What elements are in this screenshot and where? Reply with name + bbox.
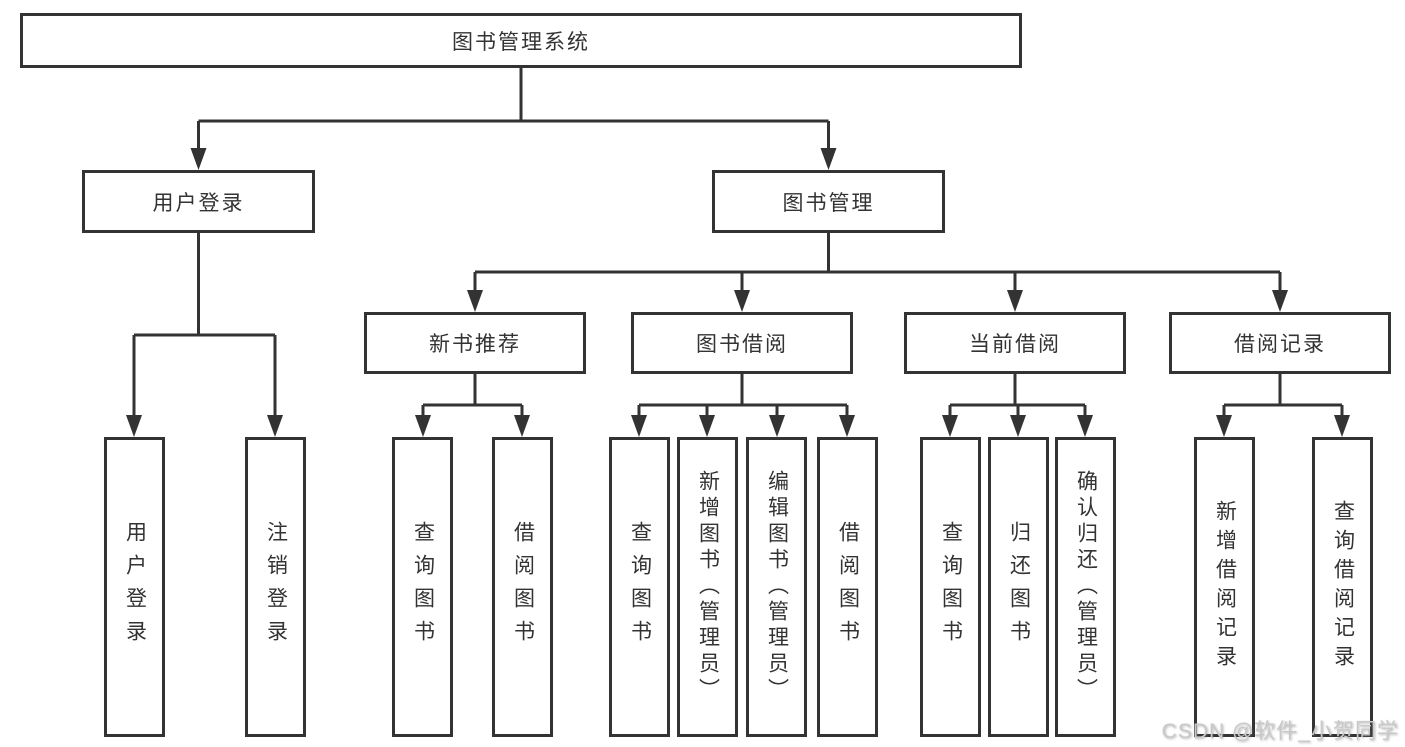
leaf-recommend-borrow-books-label: 借阅图书 [511,521,535,653]
leaf-logout-label: 注销登录 [264,521,288,653]
connector-new-book-recommend-to-leaves [415,374,530,437]
leaf-borrow-query-books-label: 查询图书 [628,521,652,653]
connector-current-borrow-to-leaves [942,374,1093,437]
node-new-book-recommend-label: 新书推荐 [429,333,521,356]
leaf-add-borrow-record: 新增借阅记录 [1194,437,1255,737]
leaf-query-borrow-record-label: 查询借阅记录 [1331,500,1355,674]
connector-borrow-record-to-leaves [1216,374,1350,437]
node-new-book-recommend: 新书推荐 [364,312,586,374]
leaf-logout: 注销登录 [245,437,306,737]
connector-root-to-level2 [190,68,837,170]
leaf-add-books-admin: 新增图书（管理员） [677,437,738,737]
node-book-borrow-label: 图书借阅 [696,333,788,356]
leaf-user-login: 用户登录 [104,437,165,737]
leaf-borrow-books: 借阅图书 [817,437,878,737]
leaf-current-query-books: 查询图书 [920,437,981,737]
leaf-return-books: 归还图书 [988,437,1049,737]
node-root-system-label: 图书管理系统 [452,30,590,54]
leaf-confirm-return-admin: 确认归还（管理员） [1055,437,1116,737]
node-current-borrow: 当前借阅 [904,312,1126,374]
node-current-borrow-label: 当前借阅 [969,333,1061,356]
leaf-edit-books-admin: 编辑图书（管理员） [746,437,807,737]
leaf-confirm-return-admin-label: 确认归还（管理员） [1074,470,1098,704]
node-borrow-record-label: 借阅记录 [1234,333,1326,356]
csdn-watermark: CSDN @软件_小贺同学 [1161,720,1399,743]
leaf-add-borrow-record-label: 新增借阅记录 [1213,500,1237,674]
leaf-recommend-borrow-books: 借阅图书 [492,437,553,737]
leaf-recommend-query-books: 查询图书 [392,437,453,737]
leaf-user-login-label: 用户登录 [123,521,147,653]
connector-book-management-to-level3 [467,233,1288,312]
node-borrow-record: 借阅记录 [1169,312,1391,374]
connector-book-borrow-to-leaves [631,374,855,437]
leaf-return-books-label: 归还图书 [1007,521,1031,653]
leaf-borrow-query-books: 查询图书 [609,437,670,737]
connector-user-login-to-leaves [126,233,283,437]
node-root-system: 图书管理系统 [20,13,1022,68]
leaf-edit-books-admin-label: 编辑图书（管理员） [765,470,789,704]
leaf-borrow-books-label: 借阅图书 [836,521,860,653]
leaf-add-books-admin-label: 新增图书（管理员） [696,470,720,704]
node-user-login: 用户登录 [82,170,315,233]
leaf-current-query-books-label: 查询图书 [939,521,963,653]
node-book-management: 图书管理 [712,170,945,233]
node-book-management-label: 图书管理 [782,191,875,215]
leaf-recommend-query-books-label: 查询图书 [411,521,435,653]
leaf-query-borrow-record: 查询借阅记录 [1312,437,1373,737]
node-user-login-label: 用户登录 [152,191,245,215]
node-book-borrow: 图书借阅 [631,312,853,374]
